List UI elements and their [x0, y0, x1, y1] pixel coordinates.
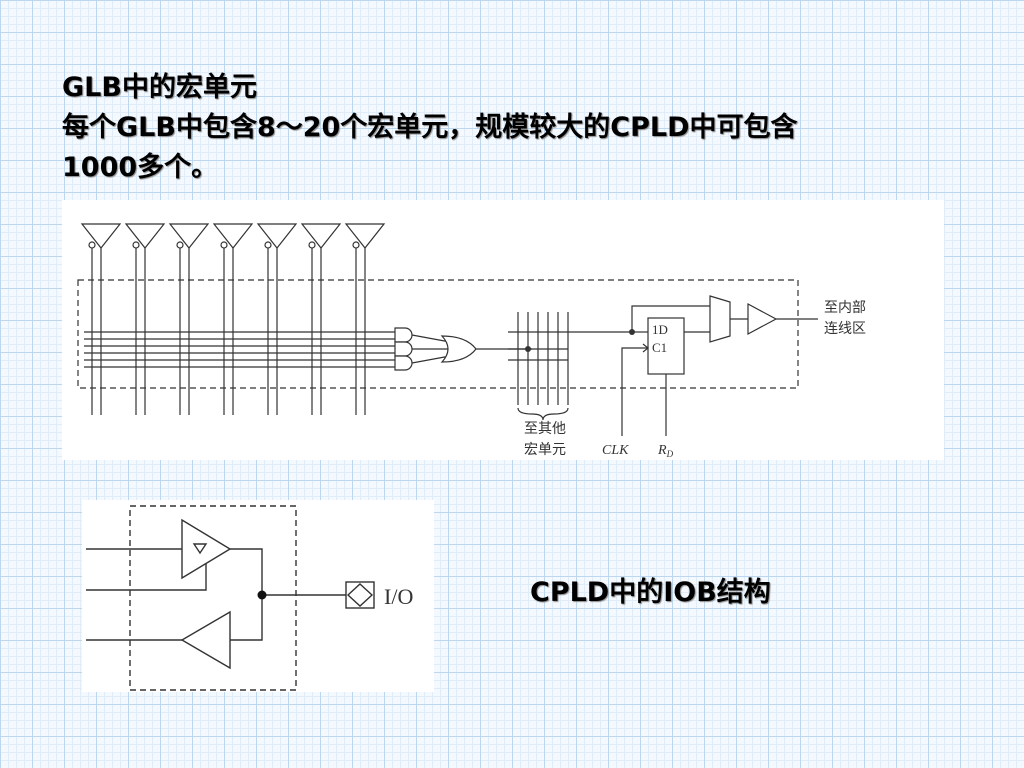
glb-macrocell-diagram: 1D C1 至内部 连线区 至其他 宏单元 CLK RD	[62, 200, 944, 460]
input-buffer-7	[344, 223, 386, 415]
io-label: I/O	[384, 584, 413, 609]
to-interconnect-label-1: 至内部	[824, 300, 866, 316]
input-buffer-1	[80, 223, 122, 415]
input-buffer-4	[212, 223, 254, 415]
glb-circuit-svg: 1D C1 至内部 连线区 至其他 宏单元 CLK RD	[77, 223, 866, 459]
io-pad-diamond	[346, 583, 374, 607]
output-buffer	[747, 302, 778, 336]
iob-boundary	[129, 505, 297, 691]
input-buffer-3	[168, 223, 210, 415]
slide-heading: GLB中的宏单元 每个GLB中包含8～20个宏单元，规模较大的CPLD中可包含 …	[62, 68, 982, 188]
heading-line-3: 1000多个。	[62, 152, 219, 183]
input-buffer-5	[256, 223, 298, 415]
ff-d-label: 1D	[652, 322, 668, 337]
d-flip-flop	[647, 317, 685, 375]
heading-line-1: GLB中的宏单元	[62, 72, 257, 103]
input-buffer-2	[124, 223, 166, 415]
ff-c-label: C1	[652, 340, 667, 355]
io-pad	[345, 581, 375, 609]
macrocell-boundary	[77, 279, 799, 389]
output-mux	[709, 295, 731, 343]
input-buffer	[180, 610, 231, 670]
heading-line-2: 每个GLB中包含8～20个宏单元，规模较大的CPLD中可包含	[62, 112, 798, 143]
tristate-symbol	[192, 543, 208, 555]
to-interconnect-label-2: 连线区	[824, 321, 866, 337]
to-other-macrocell-label-1: 至其他	[524, 421, 566, 437]
rd-label: RD	[657, 443, 674, 459]
to-other-macrocell-label-2: 宏单元	[524, 442, 566, 458]
iob-caption: CPLD中的IOB结构	[530, 577, 771, 608]
clk-label: CLK	[602, 443, 629, 458]
input-buffer-6	[300, 223, 342, 415]
iob-circuit-svg: I/O	[86, 505, 413, 691]
iob-structure-diagram: I/O	[82, 500, 434, 692]
